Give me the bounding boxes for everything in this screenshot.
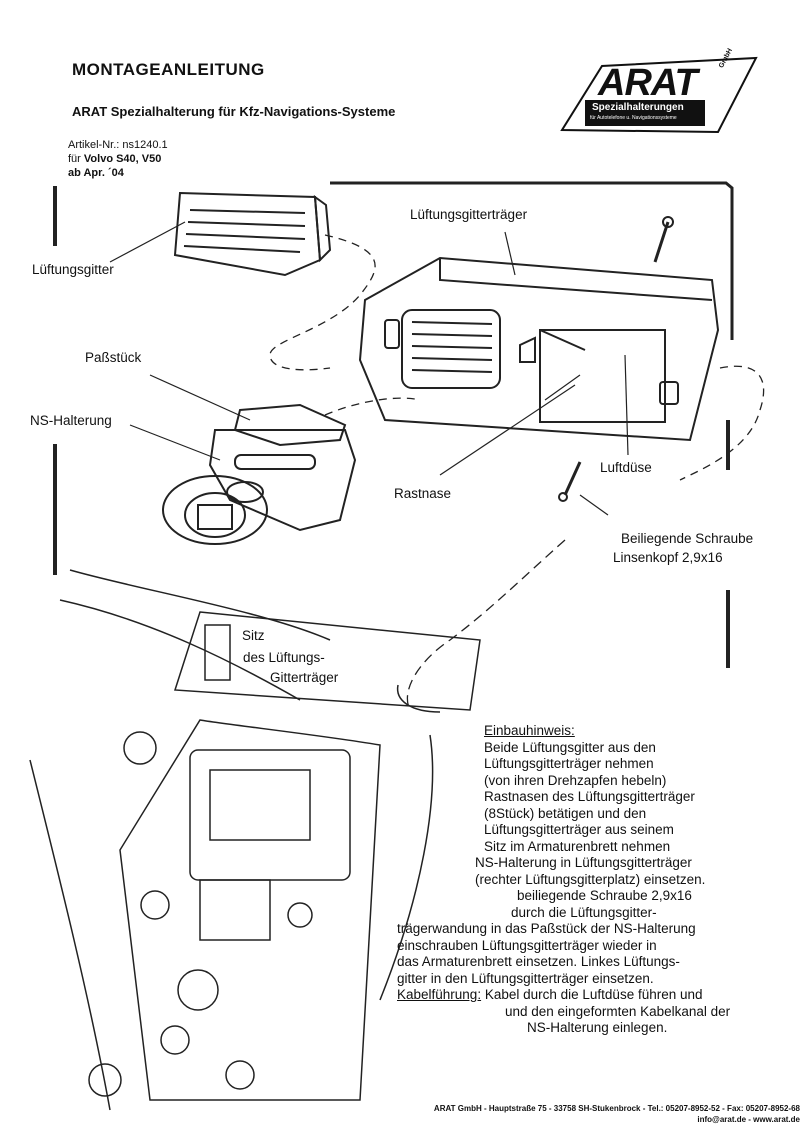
frame-top (330, 181, 734, 340)
instruction-line: trägerwandung in das Paßstück der NS-Hal… (397, 921, 696, 936)
cable-heading: Kabelführung: (397, 987, 482, 1002)
instructions-heading: Einbauhinweis: (484, 723, 575, 738)
article-number-line: Artikel-Nr.: ns1240.1 (68, 138, 168, 152)
top-screw-drawing (653, 216, 674, 263)
article-label: Artikel-Nr.: (68, 139, 120, 151)
cable-line: Kabel durch die Luftdüse führen und (484, 987, 703, 1002)
instruction-line: gitter in den Lüftungsgitterträger einse… (397, 970, 654, 986)
instruction-line: (8Stück) betätigen und den (484, 805, 647, 821)
instruction-line: NS-Halterung in Lüftungsgitterträger (475, 855, 692, 870)
logo-tagline-small: für Autotelefone u. Navigationssysteme (590, 115, 677, 121)
footer: ARAT GmbH - Hauptstraße 75 - 33758 SH-St… (270, 1103, 800, 1125)
label-seat-1: Sitz (242, 628, 265, 643)
label-seat-3: Gitterträger (270, 670, 339, 685)
dashboard-drawing (29, 569, 481, 1111)
instruction-line: einschrauben Lüftungsgitterträger wieder… (397, 937, 657, 953)
label-ns-holder: NS-Halterung (30, 413, 112, 428)
document-title: MONTAGEANLEITUNG (72, 60, 265, 79)
instruction-line: durch die Lüftungsgitter- (511, 904, 657, 920)
label-screw-2: Linsenkopf 2,9x16 (613, 550, 723, 565)
vent-grille-drawing (173, 191, 332, 277)
label-seat-2: des Lüftungs- (243, 650, 325, 665)
document-subtitle: ARAT Spezialhalterung für Kfz-Navigation… (72, 104, 396, 119)
vent-carrier-drawing (358, 256, 720, 442)
instruction-line: Rastnasen des Lüftungsgitterträger (484, 789, 695, 804)
instruction-line: Sitz im Armaturenbrett nehmen (484, 838, 671, 854)
from-date: ab Apr. ´04 (68, 167, 124, 179)
instruction-line: Beide Lüftungsgitter aus den (484, 739, 656, 755)
label-screw-1: Beiliegende Schraube (621, 531, 754, 546)
fits-line: für Volvo S40, V50 (68, 152, 168, 166)
fits-model: Volvo S40, V50 (83, 153, 162, 165)
fits-prefix: für (68, 153, 81, 165)
label-vent-grille: Lüftungsgitter (32, 262, 114, 277)
instruction-line: Lüftungsgitterträger nehmen (484, 756, 654, 771)
logo-tagline: Spezialhalterungen (592, 102, 684, 113)
instruction-line: Lüftungsgitterträger aus seinem (484, 822, 674, 837)
footer-address: ARAT GmbH - Hauptstraße 75 - 33758 SH-St… (433, 1104, 800, 1113)
installation-instructions: Einbauhinweis: Beide Lüftungsgitter aus … (397, 723, 795, 1037)
ns-holder-drawing (162, 403, 357, 545)
instruction-line: (rechter Lüftungsgitterplatz) einsetzen. (475, 871, 706, 887)
instruction-line: das Armaturenbrett einsetzen. Linkes Lüf… (397, 954, 680, 969)
instruction-line: beiliegende Schraube 2,9x16 (517, 888, 692, 903)
label-vent-carrier: Lüftungsgitterträger (410, 207, 528, 222)
label-latch: Rastnase (394, 486, 452, 501)
instruction-line: (von ihren Drehzapfen hebeln) (484, 772, 667, 788)
cable-line: und den eingeformten Kabelkanal der (505, 1003, 731, 1019)
footer-contact: info@arat.de - www.arat.de (697, 1115, 800, 1124)
article-number: ns1240.1 (122, 139, 168, 151)
arat-logo-graphic (560, 56, 758, 134)
label-air-nozzle: Luftdüse (600, 460, 652, 475)
bottom-screw-drawing (558, 461, 582, 502)
cable-line: NS-Halterung einlegen. (527, 1020, 668, 1035)
article-info: Artikel-Nr.: ns1240.1 für Volvo S40, V50… (68, 138, 168, 180)
cable-routing-line: Kabelführung: Kabel durch die Luftdüse f… (397, 987, 795, 1004)
label-adapter: Paßstück (85, 350, 142, 365)
logo-brand: ARAT (598, 62, 698, 104)
